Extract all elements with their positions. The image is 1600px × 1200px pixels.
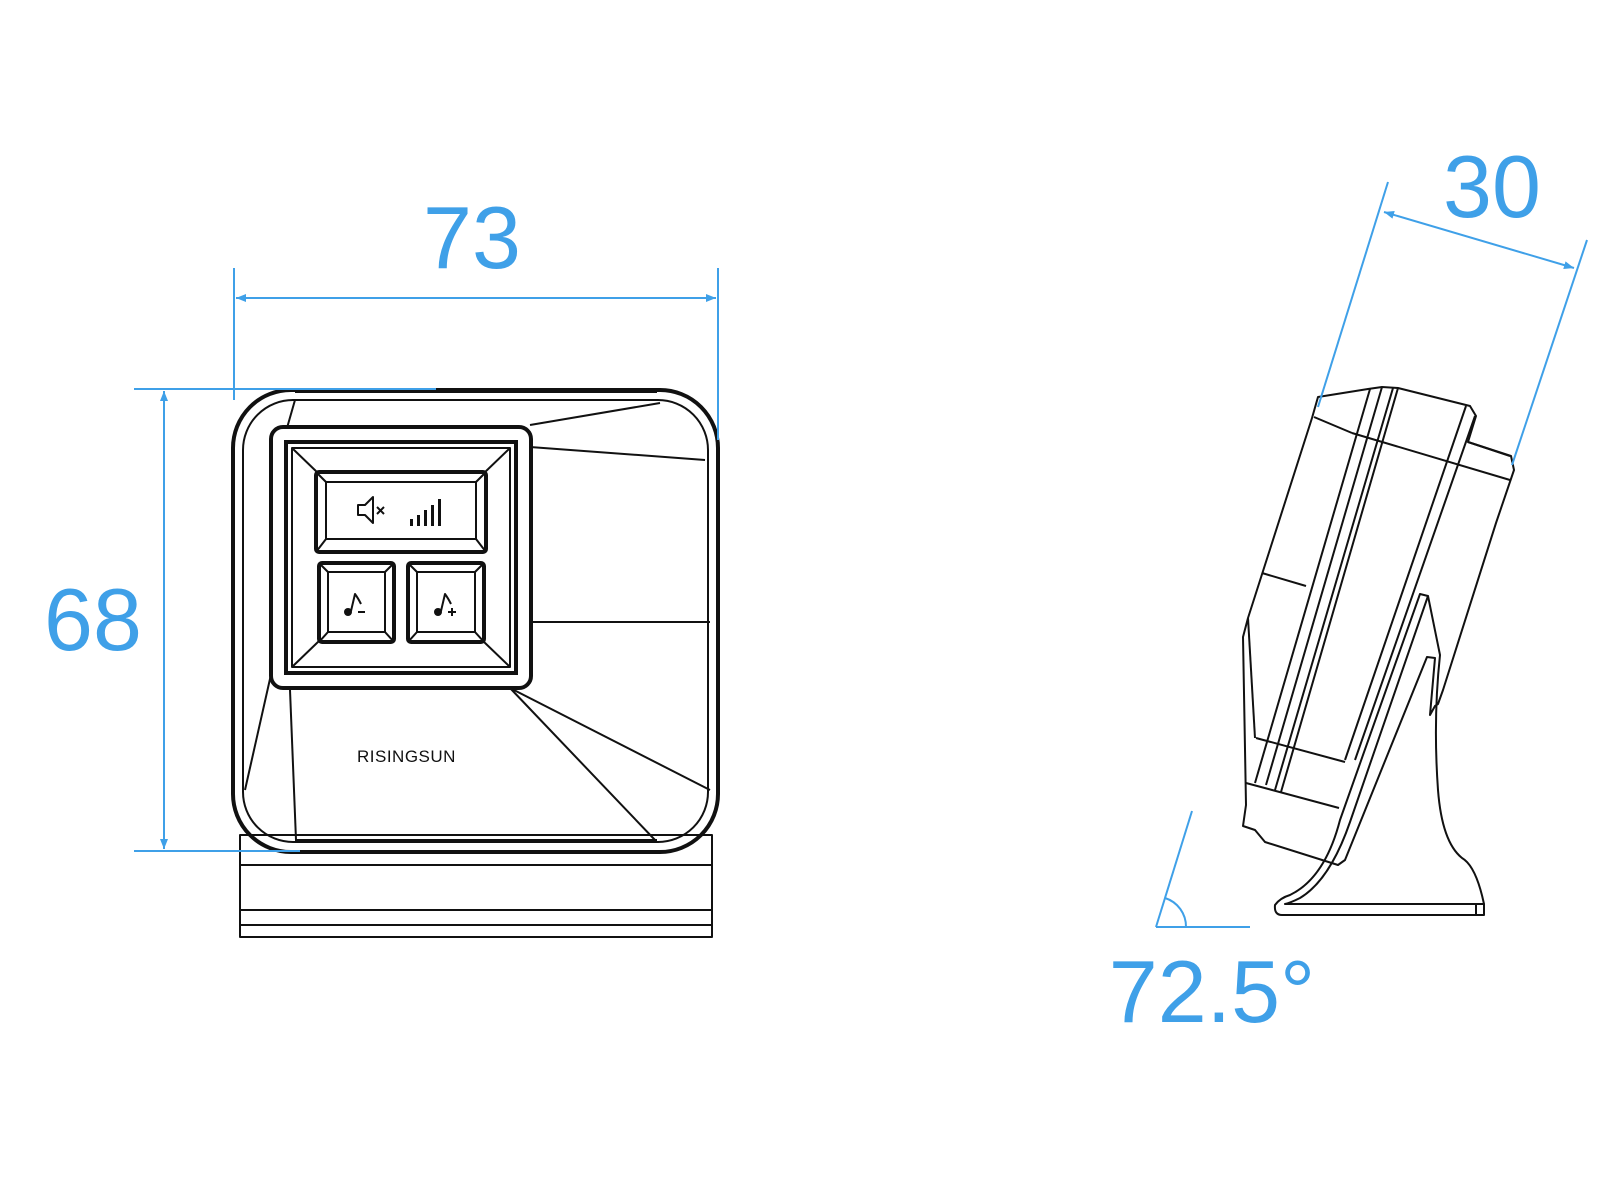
side-stand xyxy=(1273,593,1485,916)
depth-dimension: 30 xyxy=(1317,137,1588,466)
depth-label: 30 xyxy=(1443,137,1541,236)
front-view: RISINGSUN xyxy=(231,388,720,938)
angle-label: 72.5° xyxy=(1109,942,1315,1041)
ringtone-down-button[interactable] xyxy=(317,561,396,644)
width-dimension: 73 xyxy=(233,188,719,440)
music-note-minus-icon xyxy=(344,593,365,616)
volume-bars-icon xyxy=(410,499,441,526)
side-view xyxy=(1242,386,1515,916)
height-label: 68 xyxy=(44,570,142,669)
keypad-frame xyxy=(284,440,518,675)
front-body-outer xyxy=(231,388,720,854)
ringtone-up-button[interactable] xyxy=(406,561,486,644)
speaker-mute-icon xyxy=(357,496,385,524)
front-facet-lines xyxy=(244,391,711,841)
height-dimension: 68 xyxy=(44,388,436,852)
width-label: 73 xyxy=(423,188,521,287)
angle-dimension: 72.5° xyxy=(1109,810,1315,1041)
front-stand-base xyxy=(239,834,713,938)
keypad-inner xyxy=(291,447,511,668)
keypad-bezel xyxy=(269,425,533,690)
mute-volume-button[interactable] xyxy=(314,470,488,554)
brand-label: RISINGSUN xyxy=(357,747,456,766)
music-note-plus-icon xyxy=(434,593,456,616)
